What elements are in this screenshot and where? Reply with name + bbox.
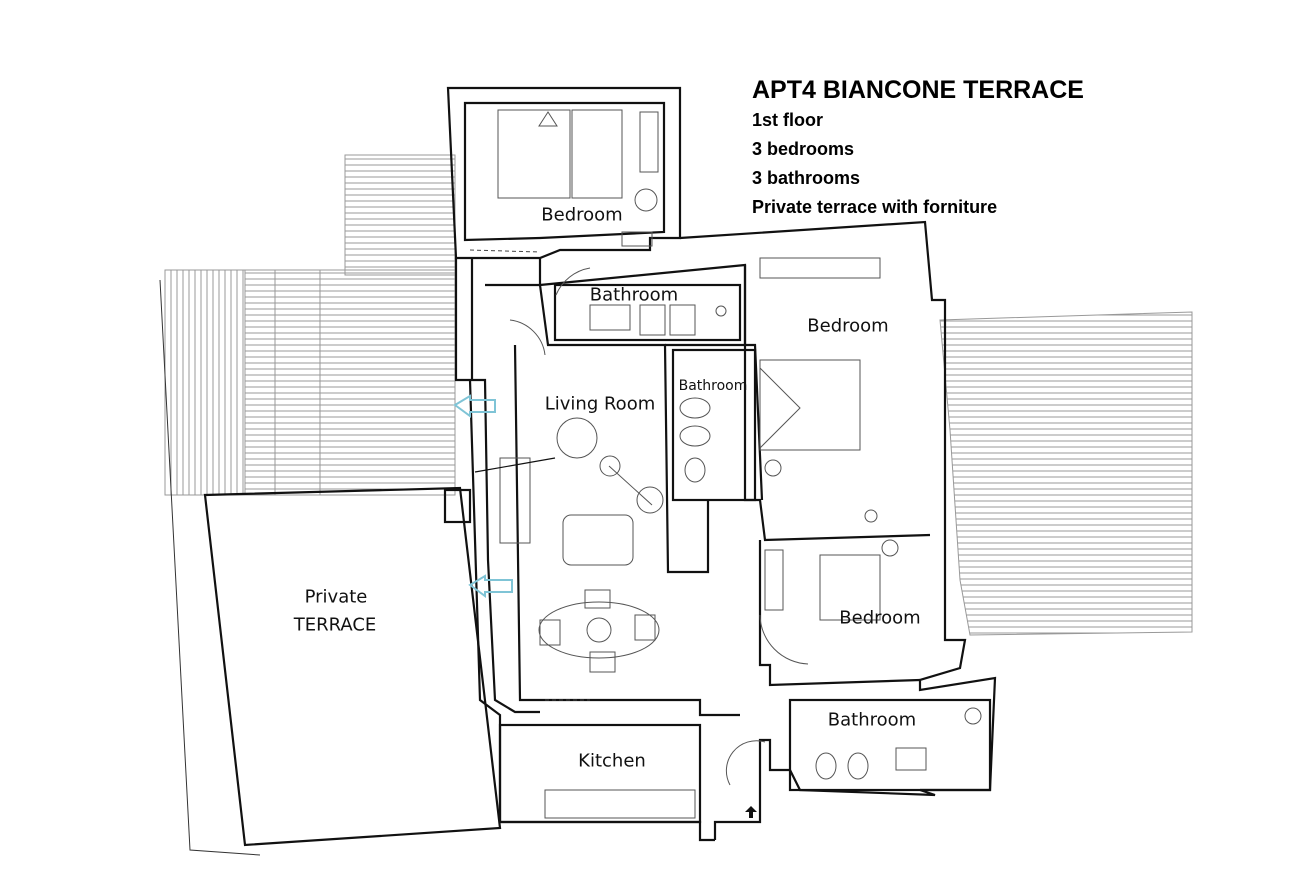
room-label-bathroom-bottom: Bathroom	[827, 709, 917, 731]
info-terrace: Private terrace with forniture	[752, 197, 998, 217]
room-label-bathroom-middle: Bathroom	[678, 378, 748, 394]
info-floor: 1st floor	[752, 110, 824, 130]
room-label-living-room: Living Room	[544, 393, 656, 415]
room-label-terrace-line2: TERRACE	[293, 614, 377, 636]
furniture	[499, 257, 982, 819]
info-bedrooms: 3 bedrooms	[752, 139, 855, 159]
room-label-bedroom-right: Bedroom	[807, 315, 889, 337]
room-label-terrace-line1: Private	[304, 586, 368, 608]
private-terrace	[203, 486, 502, 847]
info-bathrooms: 3 bathrooms	[752, 168, 861, 188]
bedroom-top-walls	[446, 86, 682, 260]
room-label-bathroom-top: Bathroom	[589, 284, 679, 306]
main-walls	[454, 220, 997, 842]
plan-title: APT4 BIANCONE TERRACE	[752, 76, 1084, 104]
decking-right	[939, 311, 1193, 636]
room-label-bedroom-lower: Bedroom	[839, 607, 921, 629]
entrance-marker	[745, 806, 757, 818]
view-arrow-icon	[468, 574, 513, 598]
title-block: APT4 BIANCONE TERRACE 1st floor 3 bedroo…	[752, 74, 1084, 222]
view-arrow-icon	[453, 394, 496, 418]
decking-left	[164, 154, 456, 496]
room-label-bedroom-top: Bedroom	[541, 204, 623, 226]
room-label-kitchen: Kitchen	[578, 750, 646, 772]
terrace-planter	[443, 488, 472, 524]
